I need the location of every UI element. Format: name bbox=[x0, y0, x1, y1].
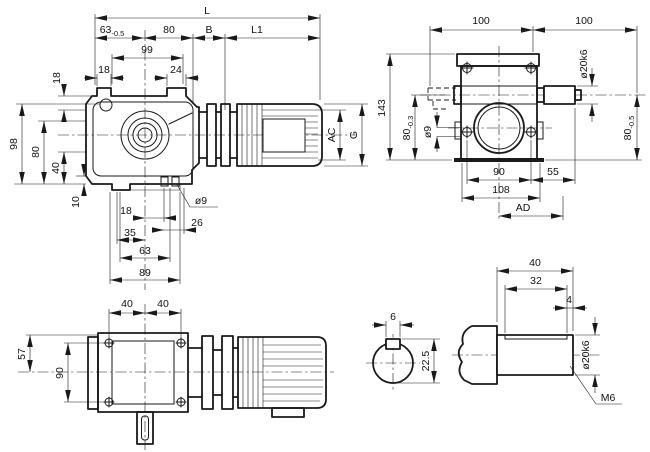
dim-label-89: 89 bbox=[139, 267, 151, 279]
motor-side bbox=[236, 103, 323, 167]
dim-label-24: 24 bbox=[170, 64, 182, 76]
dim-label-d20k6-shaft: ø20k6 bbox=[580, 340, 592, 369]
side-view: L 63-0.5 80 B L1 99 18 24 98 80 40 18 10 bbox=[8, 5, 368, 290]
dim-label-32: 32 bbox=[530, 275, 542, 287]
dim-label-100-left: 100 bbox=[472, 15, 490, 27]
motor-nameplate bbox=[262, 118, 306, 153]
dim-label-63-bottom: 63 bbox=[139, 245, 151, 257]
dim-label-35: 35 bbox=[124, 227, 136, 239]
shaft-detail: 40 32 4 ø20k6 M6 bbox=[452, 257, 622, 405]
shaft-end bbox=[496, 334, 574, 376]
dim-label-40-left: 40 bbox=[50, 162, 62, 174]
dim-label-26: 26 bbox=[191, 217, 203, 229]
dim-label-B: B bbox=[205, 24, 212, 36]
foot-hole-section bbox=[171, 176, 180, 187]
adapter-flange-top bbox=[187, 335, 239, 410]
dim-label-40b: 40 bbox=[157, 298, 169, 310]
dim-label-M6: M6 bbox=[601, 392, 616, 404]
end-view: 100 100 143 80-0.3 ø9 ø20k6 80-0.5 90 55… bbox=[376, 15, 648, 220]
dim-label-L: L bbox=[204, 5, 210, 17]
gear-housing bbox=[85, 87, 200, 191]
key bbox=[385, 338, 401, 350]
key-section: 6 22.5 bbox=[366, 311, 440, 392]
foot-hole-section bbox=[160, 176, 169, 187]
dim-label-22-5: 22.5 bbox=[420, 351, 432, 372]
oil-plug bbox=[99, 98, 113, 112]
bolt-holes bbox=[460, 61, 538, 139]
dim-label-80-03: 80-0.3 bbox=[401, 116, 415, 141]
dim-label-90-top: 90 bbox=[54, 367, 66, 379]
dim-label-40-shaft: 40 bbox=[529, 257, 541, 269]
dim-label-18-bottom: 18 bbox=[120, 205, 132, 217]
dim-label-d9-end: ø9 bbox=[422, 126, 434, 138]
dim-label-18-left: 18 bbox=[51, 72, 63, 84]
top-view: 40 40 57 90 bbox=[16, 298, 334, 450]
dim-label-99: 99 bbox=[141, 44, 153, 56]
keyway-slot bbox=[141, 415, 149, 441]
output-shaft-down bbox=[136, 411, 154, 445]
dim-label-63: 63-0.5 bbox=[100, 24, 125, 38]
dim-label-4: 4 bbox=[566, 294, 572, 306]
dim-label-98: 98 bbox=[8, 138, 20, 150]
dim-label-6: 6 bbox=[390, 311, 396, 323]
dim-label-d20k6-end: ø20k6 bbox=[578, 49, 590, 78]
dim-label-L1: L1 bbox=[251, 24, 263, 36]
dim-label-108: 108 bbox=[492, 184, 510, 196]
dim-label-55: 55 bbox=[547, 166, 559, 178]
terminal-box bbox=[271, 407, 305, 418]
adapter-flange bbox=[198, 103, 238, 167]
dim-label-143: 143 bbox=[376, 99, 388, 117]
dim-label-40a: 40 bbox=[121, 298, 133, 310]
input-shaft bbox=[543, 85, 576, 105]
dim-label-18-top: 18 bbox=[98, 64, 110, 76]
output-bore bbox=[473, 102, 525, 154]
dim-label-10: 10 bbox=[70, 196, 82, 208]
motor-top bbox=[237, 336, 327, 418]
dim-label-AC: AC bbox=[326, 127, 338, 142]
dim-label-d9-side: ø9 bbox=[195, 195, 207, 207]
dim-label-80-top: 80 bbox=[163, 24, 175, 36]
mount-flange bbox=[87, 336, 99, 410]
dim-label-90-end: 90 bbox=[493, 166, 505, 178]
dim-label-AD: AD bbox=[516, 202, 531, 214]
dim-label-80-left: 80 bbox=[30, 146, 42, 158]
dim-label-G: G bbox=[348, 131, 360, 139]
dim-label-100-right: 100 bbox=[575, 15, 593, 27]
shaft-shoulder bbox=[457, 325, 498, 385]
dim-label-57: 57 bbox=[16, 348, 28, 360]
dim-label-80-05: 80-0.5 bbox=[622, 116, 636, 141]
